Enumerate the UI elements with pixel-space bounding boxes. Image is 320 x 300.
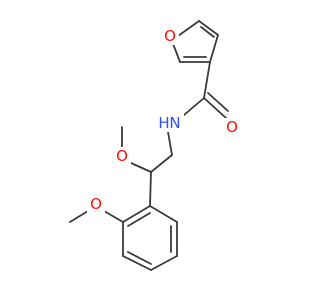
- methoxy-oxygen-label: O: [90, 195, 102, 213]
- bond-ar-c4-c5-inner: [127, 251, 152, 265]
- amide-o-bg: [223, 118, 241, 136]
- bond-n-ch2: [167, 131, 173, 156]
- molecule-diagram: O O N H O O: [69, 20, 241, 271]
- bond-carbonyl-o-double: [207, 92, 229, 112]
- bond-carbonyl-o: [203, 97, 227, 119]
- bond-o-methyl-2: [69, 210, 89, 223]
- bond-aryl-o: [103, 210, 124, 223]
- amide-nitrogen-label: N: [169, 114, 180, 132]
- bond-ar-c3-c4: [150, 255, 178, 271]
- amide-n-bg: [166, 114, 184, 132]
- structure-canvas: O O N H O O: [69, 20, 241, 271]
- furan-oxygen-label: O: [164, 27, 176, 45]
- ether-oxygen-label: O: [116, 147, 128, 165]
- bond-ar-c6-c1: [122, 205, 151, 223]
- bond-furan-c3-c4: [209, 34, 219, 63]
- bond-furan-c2-c3: [198, 20, 219, 36]
- bond-furan-c2-c3-inner: [200, 26, 215, 38]
- bond-furan-o-c2: [177, 20, 200, 37]
- bond-ch-o: [130, 162, 152, 173]
- bond-ar-c4-c5: [122, 255, 152, 271]
- bond-ar-c6-c1-inner: [127, 212, 151, 227]
- bond-ring-carbonyl: [203, 61, 211, 99]
- amide-hydrogen-label: H: [158, 114, 169, 132]
- bond-carbonyl-n: [183, 97, 205, 116]
- amide-oxygen-label: O: [226, 118, 238, 136]
- furan-o-bg: [161, 27, 179, 45]
- ether-o2-bg: [87, 195, 105, 213]
- bond-ch-aryl: [149, 171, 152, 207]
- ether-o1-bg: [113, 147, 131, 165]
- bond-ch2-ch: [150, 154, 173, 173]
- bond-ar-c1-c2: [149, 205, 178, 223]
